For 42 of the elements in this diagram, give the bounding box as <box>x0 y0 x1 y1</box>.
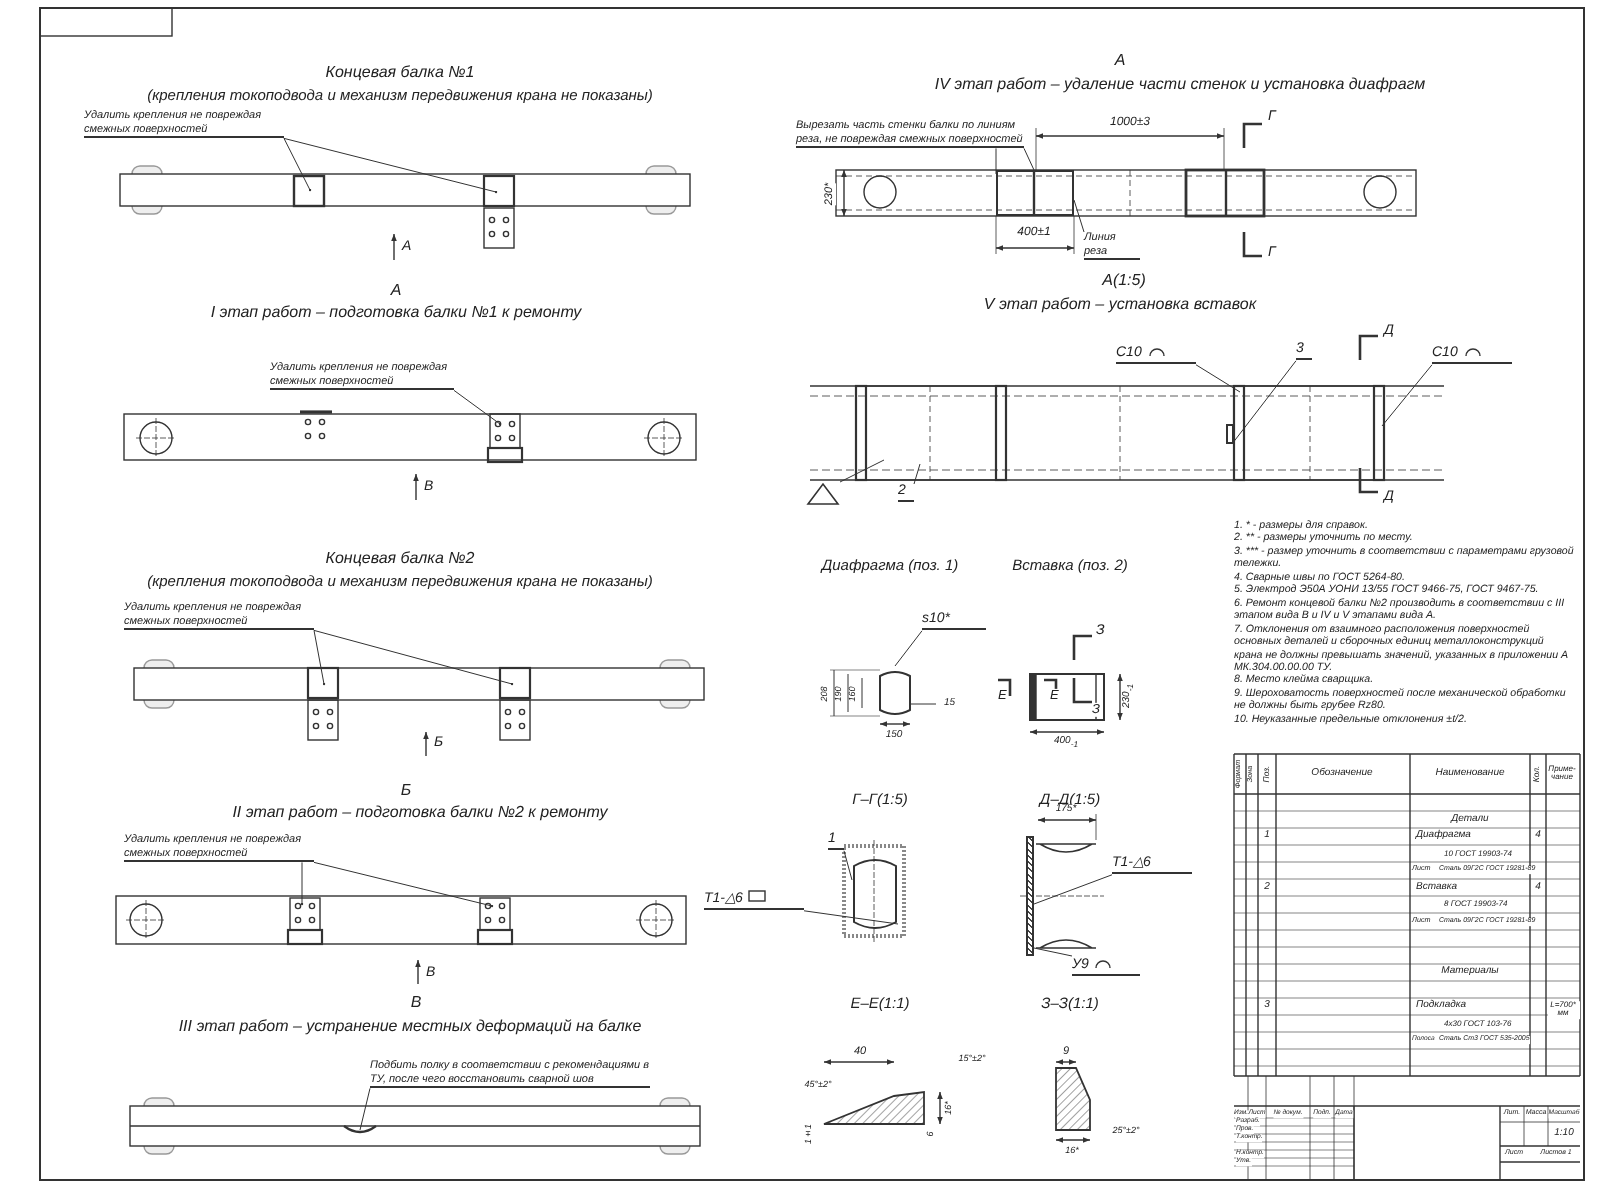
weld-callout <box>1432 344 1512 365</box>
leader-line <box>1033 874 1113 905</box>
leader-line <box>1195 364 1241 393</box>
leader-line <box>1231 360 1297 445</box>
stage-heading: I этап работ – подготовка балки №1 к ремонту <box>210 305 582 323</box>
leader-line <box>313 629 326 686</box>
leader-line <box>1033 947 1073 957</box>
leader-line <box>843 850 853 881</box>
weld-callout <box>1072 956 1140 977</box>
diaphragm-drawing <box>878 666 912 720</box>
leader-line <box>1023 147 1035 171</box>
welded-plate <box>1026 836 1034 956</box>
leader-line <box>359 1087 371 1131</box>
view-title: В <box>410 995 422 1013</box>
leader-line <box>313 861 494 908</box>
leader-line <box>913 463 921 485</box>
leader-line <box>283 137 498 194</box>
view-title: А <box>1114 53 1126 71</box>
leader-line <box>300 861 304 906</box>
leader-line <box>313 629 514 686</box>
stage-heading: III этап работ – устранение местных деформаций на балке <box>178 1019 642 1037</box>
roughness-sign-icon <box>806 482 840 506</box>
welder-mark <box>1226 424 1234 444</box>
view-title: Концевая балка №2 <box>325 551 475 569</box>
leader-line <box>894 630 923 667</box>
stage-heading: IV этап работ – удаление части стенок и установка диафрагм <box>934 77 1426 95</box>
leader-line <box>839 459 885 483</box>
leader-line <box>1381 364 1433 427</box>
weld-callout <box>1116 344 1196 365</box>
cut-out-outline <box>996 170 1074 216</box>
view-title: А <box>390 283 402 301</box>
view-title: Концевая балка №1 <box>325 65 475 83</box>
weld-callout <box>704 890 804 911</box>
leader-line <box>803 910 899 925</box>
leader-line <box>995 147 997 175</box>
leader-line <box>283 137 312 192</box>
stage-heading: II этап работ – подготовка балки №2 к ремонту <box>232 805 608 823</box>
leader-line <box>1073 199 1085 233</box>
leader-line <box>453 389 502 426</box>
stage-heading: V этап работ – установка вставок <box>983 297 1257 315</box>
view-title: Б <box>400 783 412 801</box>
section-outline <box>852 854 898 934</box>
